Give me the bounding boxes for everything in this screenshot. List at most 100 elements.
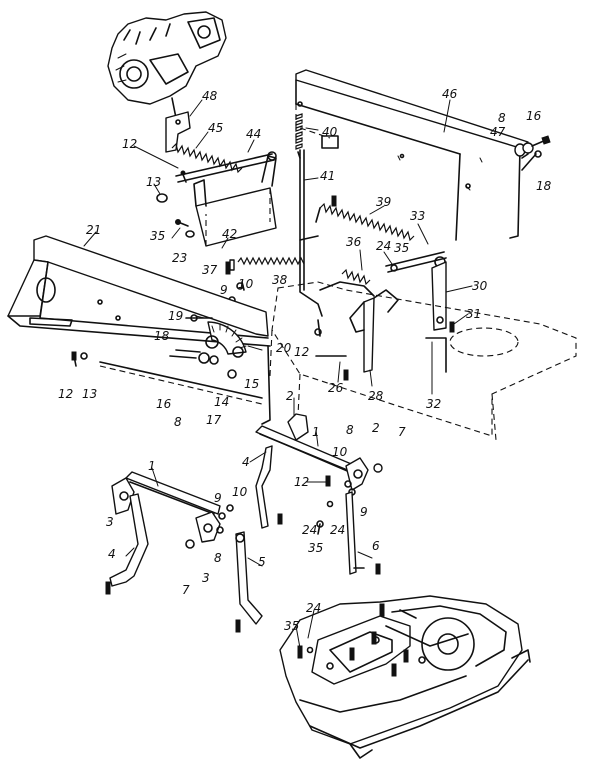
spring-38 [237, 256, 305, 266]
spring-40 [295, 113, 303, 159]
label-35-deck: 35 [284, 619, 299, 633]
rod-41 [299, 149, 323, 317]
label-10-left: 10 [232, 485, 248, 499]
frame-42 [193, 155, 277, 247]
label-16-top: 16 [526, 109, 542, 123]
pin-37 [225, 259, 235, 275]
lever-30 [431, 261, 447, 331]
label-33: 33 [410, 209, 425, 223]
label-31: 31 [466, 307, 481, 321]
label-17: 17 [206, 413, 222, 427]
lift-arm-1a [125, 471, 221, 515]
label-45: 45 [208, 121, 223, 135]
label-10-top: 10 [238, 277, 254, 291]
label-47: 47 [490, 125, 506, 139]
spring-39 [315, 195, 415, 242]
link-4a [105, 493, 149, 595]
label-35-lower: 35 [308, 541, 323, 555]
bracket-3a [111, 477, 135, 515]
label-13-left: 13 [82, 387, 97, 401]
rod-32 [425, 337, 447, 373]
bolt-12d [325, 475, 331, 487]
link-4b [255, 445, 283, 529]
mower-deck [279, 595, 531, 759]
pins-24-35 [316, 500, 334, 535]
label-8-right: 8 [346, 423, 354, 437]
label-24-top: 24 [376, 239, 391, 253]
label-3-left: 3 [106, 515, 114, 529]
label-30: 30 [472, 279, 488, 293]
label-20: 20 [276, 341, 292, 355]
label-32: 32 [426, 397, 441, 411]
link-6 [345, 491, 381, 575]
bolt-12a [180, 170, 187, 183]
label-15: 15 [244, 377, 259, 391]
label-48: 48 [202, 89, 218, 103]
mount-36 [319, 268, 375, 297]
label-23: 23 [172, 251, 187, 265]
label-10-right: 10 [332, 445, 348, 459]
label-18-mid: 18 [154, 329, 170, 343]
label-46: 46 [442, 87, 458, 101]
bracket-48 [165, 111, 191, 153]
bolt-12c [314, 319, 322, 337]
pin-40b [321, 135, 339, 149]
deck-outline [269, 281, 577, 441]
washer-13a [156, 193, 168, 203]
label-35-top: 35 [150, 229, 165, 243]
bolt-35a [175, 219, 189, 227]
label-1-left: 1 [148, 459, 156, 473]
label-35-mid: 35 [394, 241, 409, 255]
hardware-8-47-16 [514, 135, 551, 157]
parts-9-10c [216, 504, 234, 534]
label-12-lower: 12 [294, 475, 309, 489]
label-14: 14 [214, 395, 229, 409]
label-2-right: 2 [372, 421, 380, 435]
label-38: 38 [272, 273, 288, 287]
label-4-left: 4 [108, 547, 116, 561]
label-8-top: 8 [498, 111, 506, 125]
bracket-3b [195, 511, 221, 543]
label-12-top: 12 [122, 137, 137, 151]
label-12-mid: 12 [294, 345, 309, 359]
label-24-lower-b: 24 [330, 523, 345, 537]
nut-7b [185, 539, 195, 549]
label-1-right: 1 [312, 425, 320, 439]
label-5: 5 [258, 555, 266, 569]
label-4-right: 4 [242, 455, 250, 469]
lever-28 [349, 289, 399, 373]
label-6: 6 [372, 539, 380, 553]
label-44: 44 [246, 127, 261, 141]
shaft-dashed [99, 365, 263, 405]
side-panel-21 [7, 235, 271, 425]
label-18-top: 18 [536, 179, 552, 193]
label-7-left: 7 [182, 583, 190, 597]
label-2-upper: 2 [286, 389, 294, 403]
spring-45 [171, 142, 243, 174]
label-41: 41 [320, 169, 335, 183]
label-36: 36 [346, 235, 362, 249]
label-12-left: 12 [58, 387, 73, 401]
rod-44 [175, 151, 277, 183]
engine [107, 11, 227, 121]
label-13-top: 13 [146, 175, 161, 189]
leader-lines [83, 99, 473, 649]
label-9-right: 9 [360, 505, 368, 519]
lever-assembly-19 [169, 314, 237, 379]
bracket-2a [287, 413, 309, 441]
label-3-lower: 3 [202, 571, 210, 585]
label-7-right: 7 [398, 425, 406, 439]
label-40: 40 [322, 125, 338, 139]
rod-18a [521, 150, 542, 171]
label-19: 19 [168, 309, 183, 323]
part-labels: 48 45 44 40 46 8 16 47 18 12 41 13 39 33… [58, 87, 552, 633]
label-42: 42 [222, 227, 237, 241]
label-8-mid: 8 [174, 415, 182, 429]
label-24-lower-a: 24 [302, 523, 317, 537]
label-28: 28 [368, 389, 384, 403]
label-9-top: 9 [220, 283, 228, 297]
label-39: 39 [376, 195, 391, 209]
nut-7a [373, 463, 383, 473]
